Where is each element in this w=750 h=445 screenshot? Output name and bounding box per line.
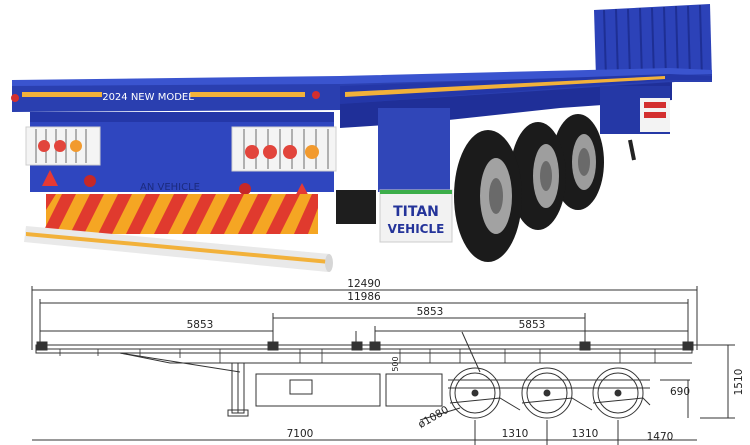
dimension-spans [40,313,688,345]
chassis-frame [340,82,672,192]
warning-triangle-left [42,170,58,186]
bumper-brand-text: AN VEHICLE [140,182,200,193]
dimension-height [660,344,735,419]
drawing-landing-gear [227,362,249,417]
front-headboard [594,4,712,81]
drawing-spare-box [385,373,443,407]
rear-reflective-stripe-right [190,92,305,97]
label-height: 1510 [733,369,745,396]
rear-marker-lamp-left [11,94,19,102]
deck: 2024 NEW MODEL [11,68,712,112]
rear-underrun-bar [24,226,333,272]
label-rear-height: 690 [670,386,690,398]
label-right-span: 5853 [519,319,546,331]
trailer-photo: 2024 NEW MODEL [11,4,712,272]
label-kingpin-axle: 7100 [287,428,314,440]
rear-chevron-board [42,194,318,234]
label-rear-overhang: 1470 [647,431,674,443]
dimension-deck [39,299,689,345]
label-overall: 12490 [347,278,380,290]
deck-model-text: 2024 NEW MODEL [102,92,194,103]
dimension-bottom [32,420,697,445]
wheels [336,114,604,262]
label-axle-spacing-1: 1310 [502,428,529,440]
mudflap-text-line2: VEHICLE [388,222,445,236]
rear-marker-lamp-right [312,91,320,99]
drawing-toolbox [255,373,381,407]
label-deck: 11986 [347,291,381,303]
side-reflective-stripe [345,76,665,97]
label-axle-spacing-2: 1310 [572,428,599,440]
label-left-span: 5853 [187,319,214,331]
mudflap-text-line1: TITAN [393,204,439,220]
drawing-suspension [448,367,651,419]
rear-light-panel: AN VEHICLE [25,112,337,202]
label-wheel-diameter: ø1080 [416,404,451,431]
dimension-wheel-diameter [419,331,481,421]
drawing-deck-beam [35,341,694,373]
label-mid-span: 5853 [417,306,444,318]
technical-drawing [31,286,735,445]
landing-leg [628,139,636,161]
rear-reflective-stripe-left [22,92,102,97]
label-small-500: 500 [391,356,400,371]
dimension-overall [31,286,698,350]
mudflap: TITAN VEHICLE [379,189,453,243]
